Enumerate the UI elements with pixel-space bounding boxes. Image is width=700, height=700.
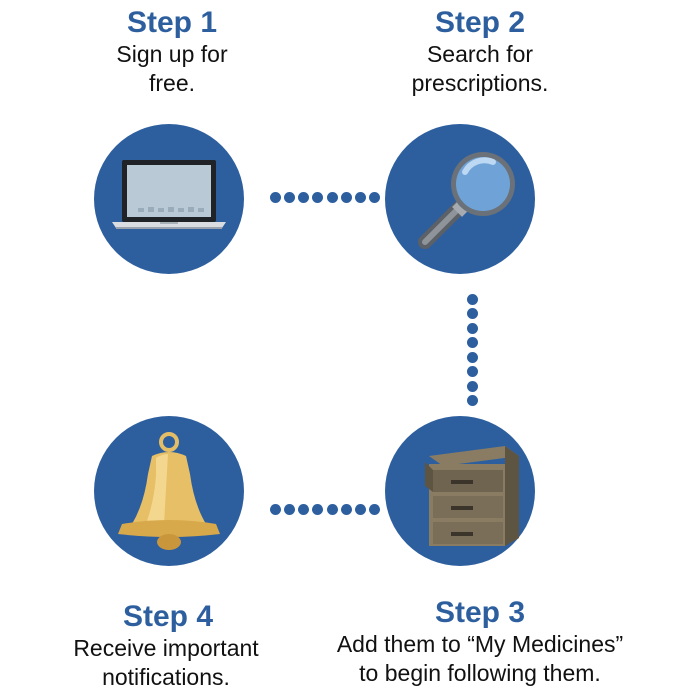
file-cabinet-icon [425, 446, 519, 546]
connector-dot [467, 322, 478, 334]
connector-dot [326, 504, 338, 515]
connector-dot [369, 192, 380, 203]
step-4-description-line-1: Receive important [73, 635, 259, 661]
connector-dot [284, 192, 296, 203]
step-1-description-line-1: Sign up for [116, 41, 228, 67]
step-2-description-line-1: Search for [426, 41, 534, 67]
connector-dot [467, 395, 478, 406]
connector-dot [270, 504, 281, 515]
connector-dot [270, 192, 281, 203]
laptop-icon [112, 160, 226, 229]
step-4-title: Step 4 [122, 600, 214, 633]
connector-dot [298, 504, 310, 515]
magnifying-glass-icon [418, 152, 515, 249]
connector-dot [467, 308, 478, 320]
connector-dot [467, 294, 478, 305]
step-3-description-line-1: Add them to “My Medicines” [336, 631, 624, 657]
connector-dot [354, 504, 366, 515]
step-1-circle [94, 124, 244, 274]
connector-dot [369, 504, 380, 515]
step-4-circle [94, 416, 244, 566]
connector-dot [284, 504, 296, 515]
connector-step-2-to-3 [467, 294, 479, 406]
step-1-description-line-2: free. [148, 70, 196, 96]
connector-step-3-to-4 [270, 504, 380, 516]
connector-dot [467, 366, 478, 378]
step-2-circle [385, 124, 535, 274]
connector-dot [354, 192, 366, 203]
connector-dot [340, 504, 352, 515]
step-2-title: Step 2 [434, 6, 526, 39]
step-3-circle [385, 416, 535, 566]
step-3-title: Step 3 [434, 596, 526, 629]
connector-dot [312, 192, 324, 203]
step-1-description: Sign up for free. [0, 40, 352, 98]
step-4-description-line-2: notifications. [102, 664, 230, 690]
connector-dot [340, 192, 352, 203]
connector-dot [467, 337, 478, 349]
connector-dot [298, 192, 310, 203]
step-4-description: Receive important notifications. [0, 634, 346, 692]
step-2-description: Search for prescriptions. [300, 40, 660, 98]
step-2-description-line-2: prescriptions. [411, 70, 549, 96]
step-3-description-line-2: to begin following them. [359, 660, 601, 686]
bell-icon [118, 432, 220, 550]
connector-dot [326, 192, 338, 203]
connector-dot [312, 504, 324, 515]
connector-step-1-to-2 [270, 192, 380, 204]
step-3-description: Add them to “My Medicines” to begin foll… [280, 630, 680, 688]
step-1-title: Step 1 [126, 6, 218, 39]
connector-dot [467, 380, 478, 392]
connector-dot [467, 351, 478, 363]
